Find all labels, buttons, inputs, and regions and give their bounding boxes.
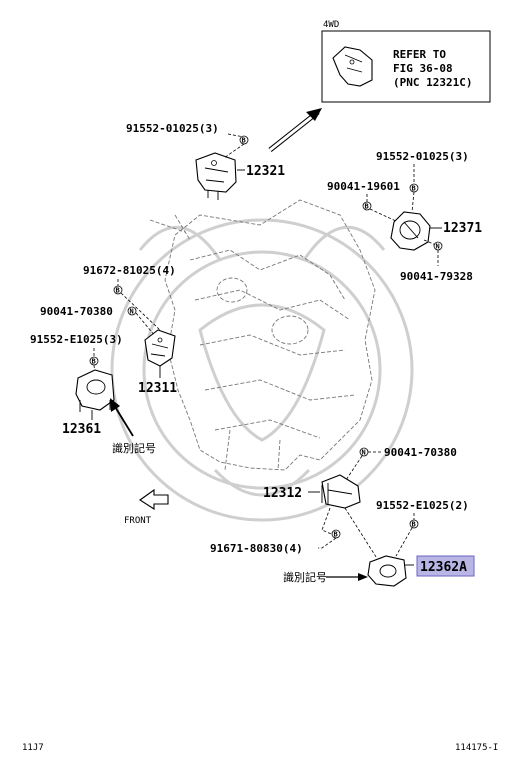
footer-right-code: 114175-I — [455, 743, 498, 753]
label-90041-70380-left: 90041-70380 — [40, 305, 113, 318]
inset-arrow — [268, 108, 322, 152]
part-12321[interactable] — [195, 152, 237, 200]
inset-note-line-3: (PNC 12321C) — [393, 76, 472, 89]
part-12311[interactable] — [144, 329, 176, 367]
label-12321: 12321 — [246, 164, 285, 179]
svg-text:B: B — [412, 521, 416, 529]
watermark-emblem — [110, 218, 414, 522]
svg-text:N: N — [436, 243, 440, 251]
svg-text:N: N — [362, 449, 366, 457]
inset-bracket-icon — [332, 46, 373, 87]
n-symbol-icon: N — [359, 447, 369, 457]
label-91552-e1025-right: 91552-E1025(2) — [376, 499, 469, 512]
n-symbol-icon: N — [433, 241, 443, 251]
b-symbol-icon: B — [409, 183, 419, 193]
b-symbol-icon: B — [113, 285, 123, 295]
label-id-mark-right: 識別記号 — [283, 570, 327, 584]
b-symbol-icon: B — [362, 201, 372, 211]
svg-text:N: N — [130, 308, 134, 316]
label-90041-19601: 90041-19601 — [327, 180, 400, 193]
label-12311: 12311 — [138, 381, 177, 396]
part-12361[interactable] — [75, 369, 115, 412]
svg-text:B: B — [92, 358, 96, 366]
label-91672-81025: 91672-81025(4) — [83, 264, 176, 277]
svg-text:B: B — [242, 137, 246, 145]
svg-text:B: B — [412, 185, 416, 193]
label-12361: 12361 — [62, 422, 101, 437]
id-mark-arrow-right — [326, 573, 368, 581]
footer-left-code: 11J7 — [22, 743, 44, 753]
label-91552-e1025-left: 91552-E1025(3) — [30, 333, 123, 346]
inset-tag: 4WD — [323, 20, 339, 30]
label-91552-01025-top-left: 91552-01025(3) — [126, 122, 219, 135]
svg-text:B: B — [116, 287, 120, 295]
label-id-mark-left: 識別記号 — [112, 441, 156, 455]
engine-block-outline — [149, 199, 376, 471]
n-symbol-icon: N — [127, 306, 137, 316]
part-12362a[interactable] — [367, 555, 414, 587]
part-12312[interactable] — [321, 474, 361, 509]
label-90041-79328: 90041-79328 — [400, 270, 473, 283]
b-symbol-icon: B — [239, 135, 249, 145]
b-symbol-icon: B — [409, 519, 419, 529]
inset-note-line-2: FIG 36-08 — [393, 62, 453, 75]
label-91552-01025-right: 91552-01025(3) — [376, 150, 469, 163]
b-symbol-icon: B — [89, 356, 99, 366]
b-symbol-icon: B — [331, 529, 341, 539]
label-12362a[interactable]: 12362A — [420, 560, 467, 575]
label-90041-70380-right: 90041-70380 — [384, 446, 457, 459]
part-12371[interactable] — [390, 211, 431, 251]
svg-text:B: B — [334, 531, 338, 539]
label-12312: 12312 — [263, 486, 302, 501]
inset-note-line-1: REFER TO — [393, 48, 446, 61]
id-mark-arrow-left — [110, 398, 134, 437]
svg-text:B: B — [365, 203, 369, 211]
label-front: FRONT — [124, 516, 152, 526]
label-91671-80830: 91671-80830(4) — [210, 542, 303, 555]
inset-box: 4WD REFER TO FIG 36-08 (PNC 12321C) — [321, 20, 491, 103]
label-12371: 12371 — [443, 221, 482, 236]
highlight-12362a — [416, 555, 475, 577]
front-arrow-icon — [139, 488, 169, 511]
